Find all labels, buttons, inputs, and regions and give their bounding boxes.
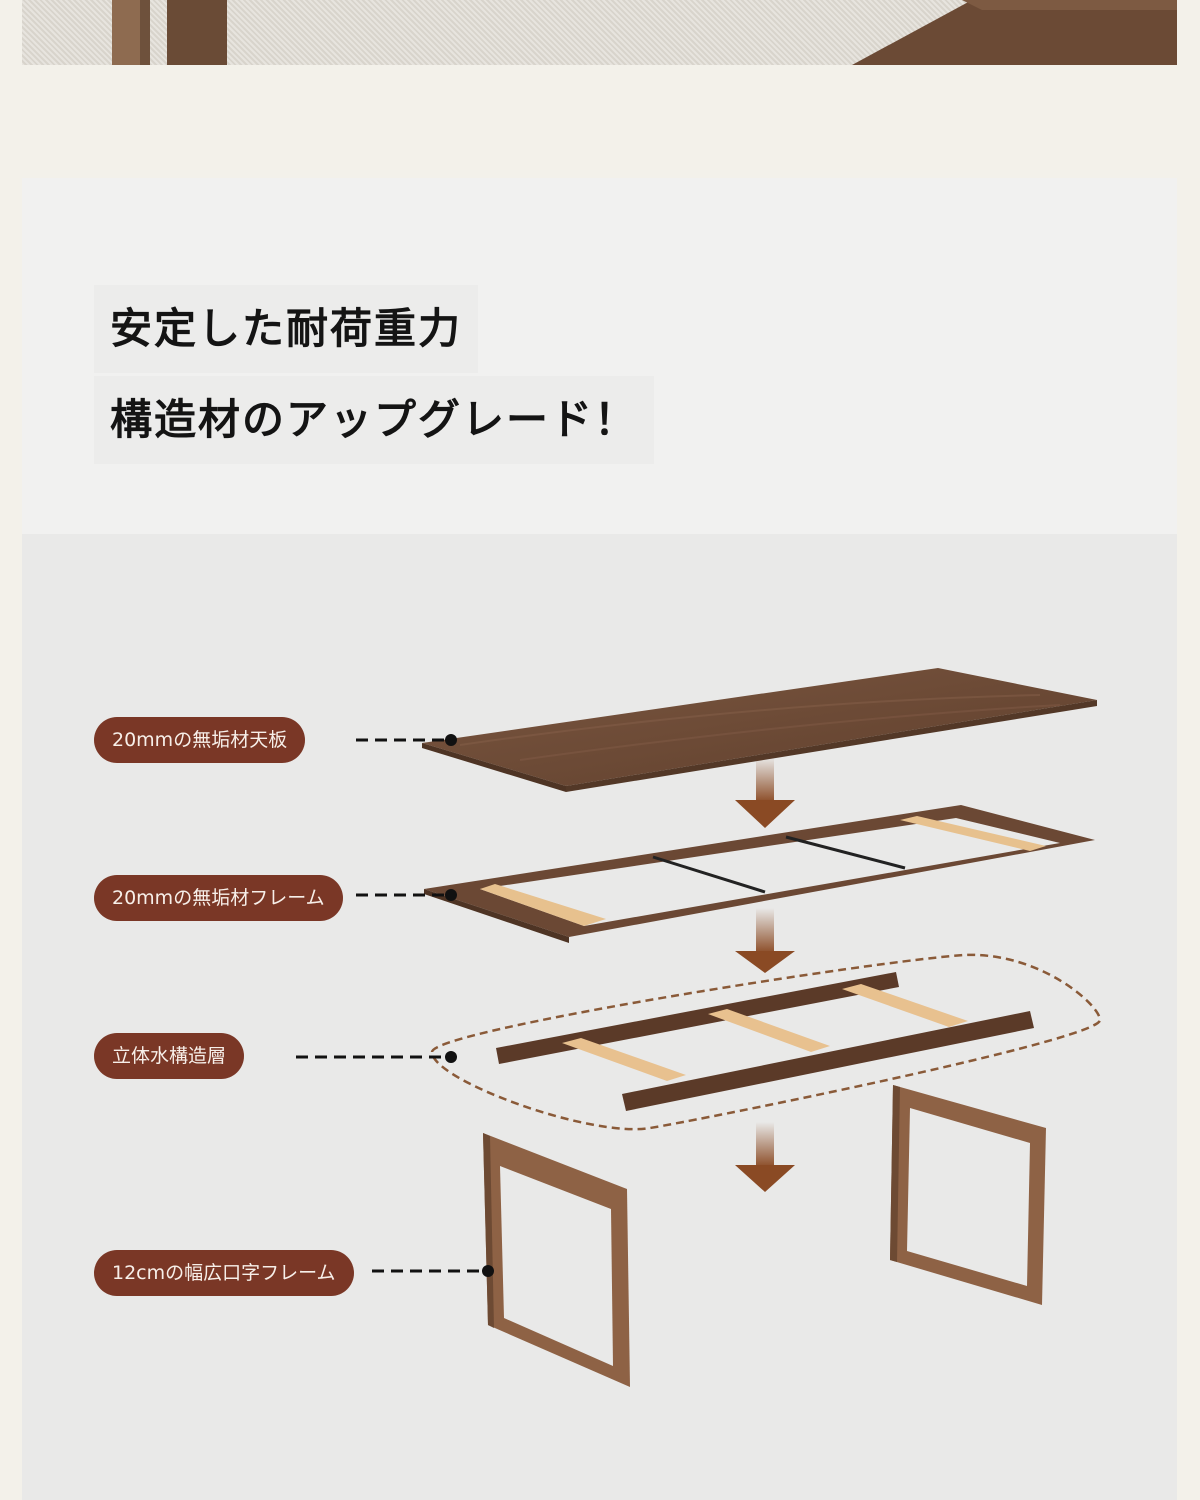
table-top-board <box>422 668 1097 792</box>
down-arrow-icon <box>735 1122 795 1192</box>
callout-leg-frame: 12cmの幅広口字フレーム <box>94 1250 354 1296</box>
down-arrow-icon <box>735 908 795 973</box>
photo-wood-edges <box>112 0 1177 65</box>
left-leg-frame <box>483 1133 630 1387</box>
callout-tabletop: 20mmの無垢材天板 <box>94 717 306 763</box>
headline-line-2: 構造材のアップグレード！ <box>94 376 655 464</box>
headline-line-1: 安定した耐荷重力 <box>94 285 479 373</box>
slat-structure-layer <box>430 953 1102 1131</box>
down-arrow-icon <box>735 757 795 828</box>
callout-structure-layer: 立体水構造層 <box>94 1033 245 1079</box>
right-leg-frame <box>890 1085 1046 1305</box>
wood-frame-layer <box>424 805 1095 943</box>
top-lifestyle-photo <box>22 0 1177 65</box>
callout-leader-lines <box>296 734 494 1277</box>
callout-frame: 20mmの無垢材フレーム <box>94 875 343 921</box>
